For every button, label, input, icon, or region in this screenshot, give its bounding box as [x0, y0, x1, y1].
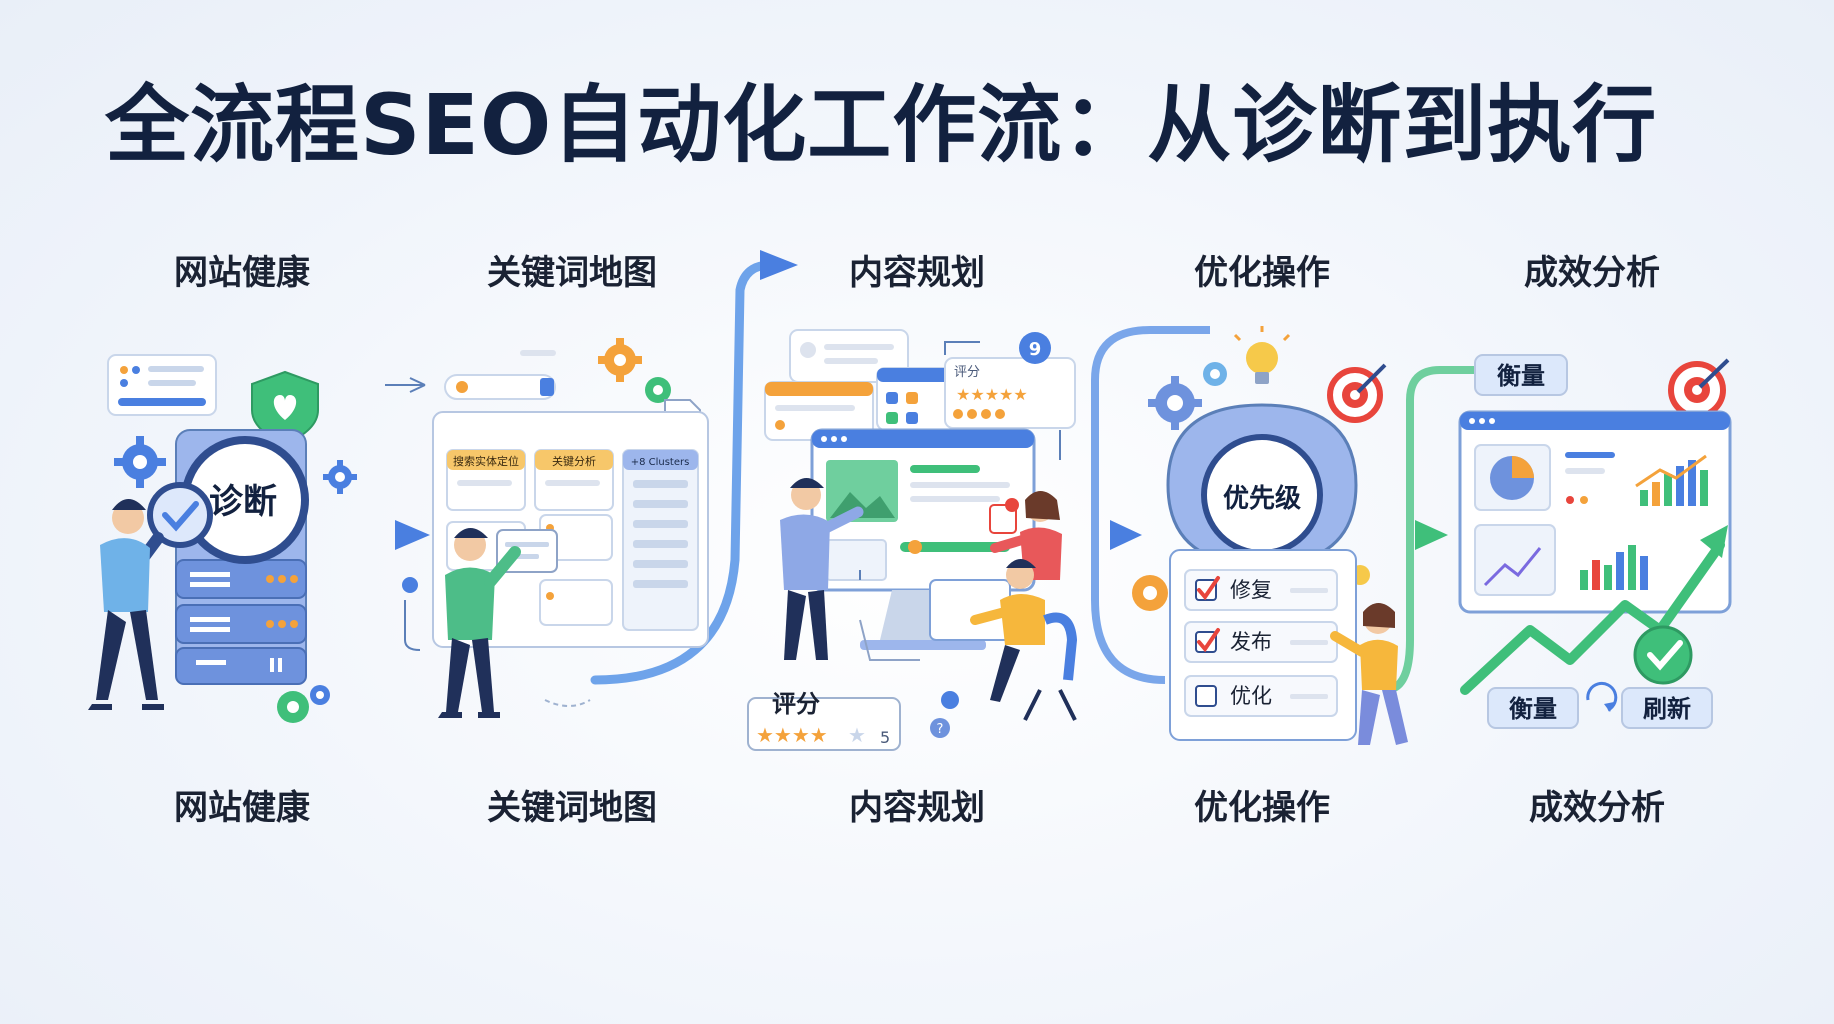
checklist-item-publish: 发布	[1184, 621, 1338, 663]
flow-loop-optimize	[1091, 326, 1210, 684]
checklist-label-optimize: 优化	[1230, 684, 1272, 708]
flow-connectors	[315, 250, 1480, 707]
flow-arrow-5-head	[1415, 520, 1448, 550]
gear-icon-orange-2	[1132, 575, 1168, 611]
search-bar	[444, 374, 556, 400]
connector-dot	[402, 577, 418, 593]
stage-optimize: 优先级 修复 发布 优化	[1132, 326, 1408, 745]
stage-label-optimize-bottom: 优化操作	[1194, 788, 1330, 828]
person-presenter	[780, 478, 864, 660]
stage-label-analysis-bottom: 成效分析	[1529, 788, 1665, 828]
svg-text:★★★★: ★★★★	[756, 723, 828, 747]
checklist-item-optimize: 优化	[1184, 675, 1338, 717]
bar-icon-top	[1635, 454, 1708, 506]
person-operator	[1330, 603, 1408, 745]
stage-keyword-map: 搜索实体定位 关键分析 +8 Clusters	[432, 338, 709, 718]
magnifier-icon	[147, 482, 213, 548]
flow-arrow-1-head	[395, 520, 430, 550]
heart-icon	[273, 395, 297, 420]
measure-tag-top-label: 衡量	[1497, 362, 1545, 390]
gear-icon-green	[277, 691, 309, 723]
refresh-tag-label: 刷新	[1643, 695, 1691, 723]
lightbulb-icon	[1246, 342, 1278, 374]
svg-text:?: ?	[937, 722, 944, 737]
thin-line-keyword	[404, 600, 421, 651]
checklist-item-fix: 修复	[1184, 569, 1338, 611]
rating-card	[944, 357, 1076, 429]
chair	[1043, 612, 1078, 681]
growth-arrow	[1460, 540, 1725, 695]
keyword-header-3: +8 Clusters	[631, 457, 690, 468]
refresh-icon	[1586, 681, 1618, 712]
flow-arrow-2-head	[760, 250, 798, 280]
flow-arrow-2	[590, 260, 775, 685]
gear-icon-green-2	[645, 377, 671, 403]
content-score-tag: 评分	[954, 365, 980, 380]
gear-icon-small	[323, 460, 357, 494]
person-analyst	[88, 499, 164, 710]
stage-label-analysis-top: 成效分析	[1524, 253, 1660, 293]
bar-icon-bottom	[1580, 545, 1648, 590]
stage-site-health: 诊断	[88, 354, 357, 723]
gear-icon-blue	[1148, 376, 1202, 430]
svg-text:★: ★	[848, 723, 866, 747]
refresh-tag	[1621, 687, 1713, 729]
score-card	[747, 697, 901, 751]
stage-analysis: 衡量	[1458, 354, 1732, 729]
stage-label-content-plan-bottom: 内容规划	[849, 788, 985, 828]
checklist-label-publish: 发布	[1230, 630, 1272, 654]
stage-label-site-health-top: 网站健康	[174, 253, 310, 293]
stage-label-content-plan-top: 内容规划	[849, 253, 985, 293]
gear-icon-orange	[598, 338, 642, 382]
svg-text:★★★★★: ★★★★★	[956, 385, 1028, 404]
stage-content-plan: 评分 ★★★★★ 9	[747, 329, 1078, 751]
score-card-value: 5	[880, 728, 890, 747]
measure-tag-bottom	[1487, 687, 1579, 729]
gear-icon	[114, 436, 166, 488]
thin-arrow-keyword	[385, 377, 426, 393]
stage-label-site-health-bottom: 网站健康	[174, 788, 310, 828]
flow-loop-analysis	[1384, 366, 1480, 694]
keyword-header-2: 关键分析	[552, 454, 596, 468]
count-badge	[1019, 332, 1051, 364]
priority-label: 优先级	[1223, 483, 1301, 514]
measure-tag-top	[1474, 354, 1568, 396]
stage-label-keyword-map-top: 关键词地图	[487, 253, 657, 293]
stage-label-optimize-top: 优化操作	[1194, 253, 1330, 293]
checkmark-badge	[1633, 625, 1693, 685]
diagnose-label: 诊断	[209, 482, 277, 522]
checklist-label-fix: 修复	[1230, 578, 1272, 602]
search-icon	[540, 378, 554, 396]
page-title: 全流程SEO自动化工作流：从诊断到执行	[105, 76, 1658, 174]
measure-tag-bottom-label: 衡量	[1509, 695, 1557, 723]
keyword-header-1: 搜索实体定位	[453, 454, 519, 468]
check-icon	[162, 501, 199, 532]
count-badge-value: 9	[1029, 339, 1042, 360]
dashed-arrow-keyword	[544, 699, 591, 707]
person-seated	[970, 559, 1078, 721]
score-card-label: 评分	[772, 690, 820, 718]
person-keyword-planner	[438, 528, 521, 718]
stage-label-keyword-map-bottom: 关键词地图	[487, 788, 657, 828]
flow-arrow-4-head	[1110, 520, 1142, 550]
